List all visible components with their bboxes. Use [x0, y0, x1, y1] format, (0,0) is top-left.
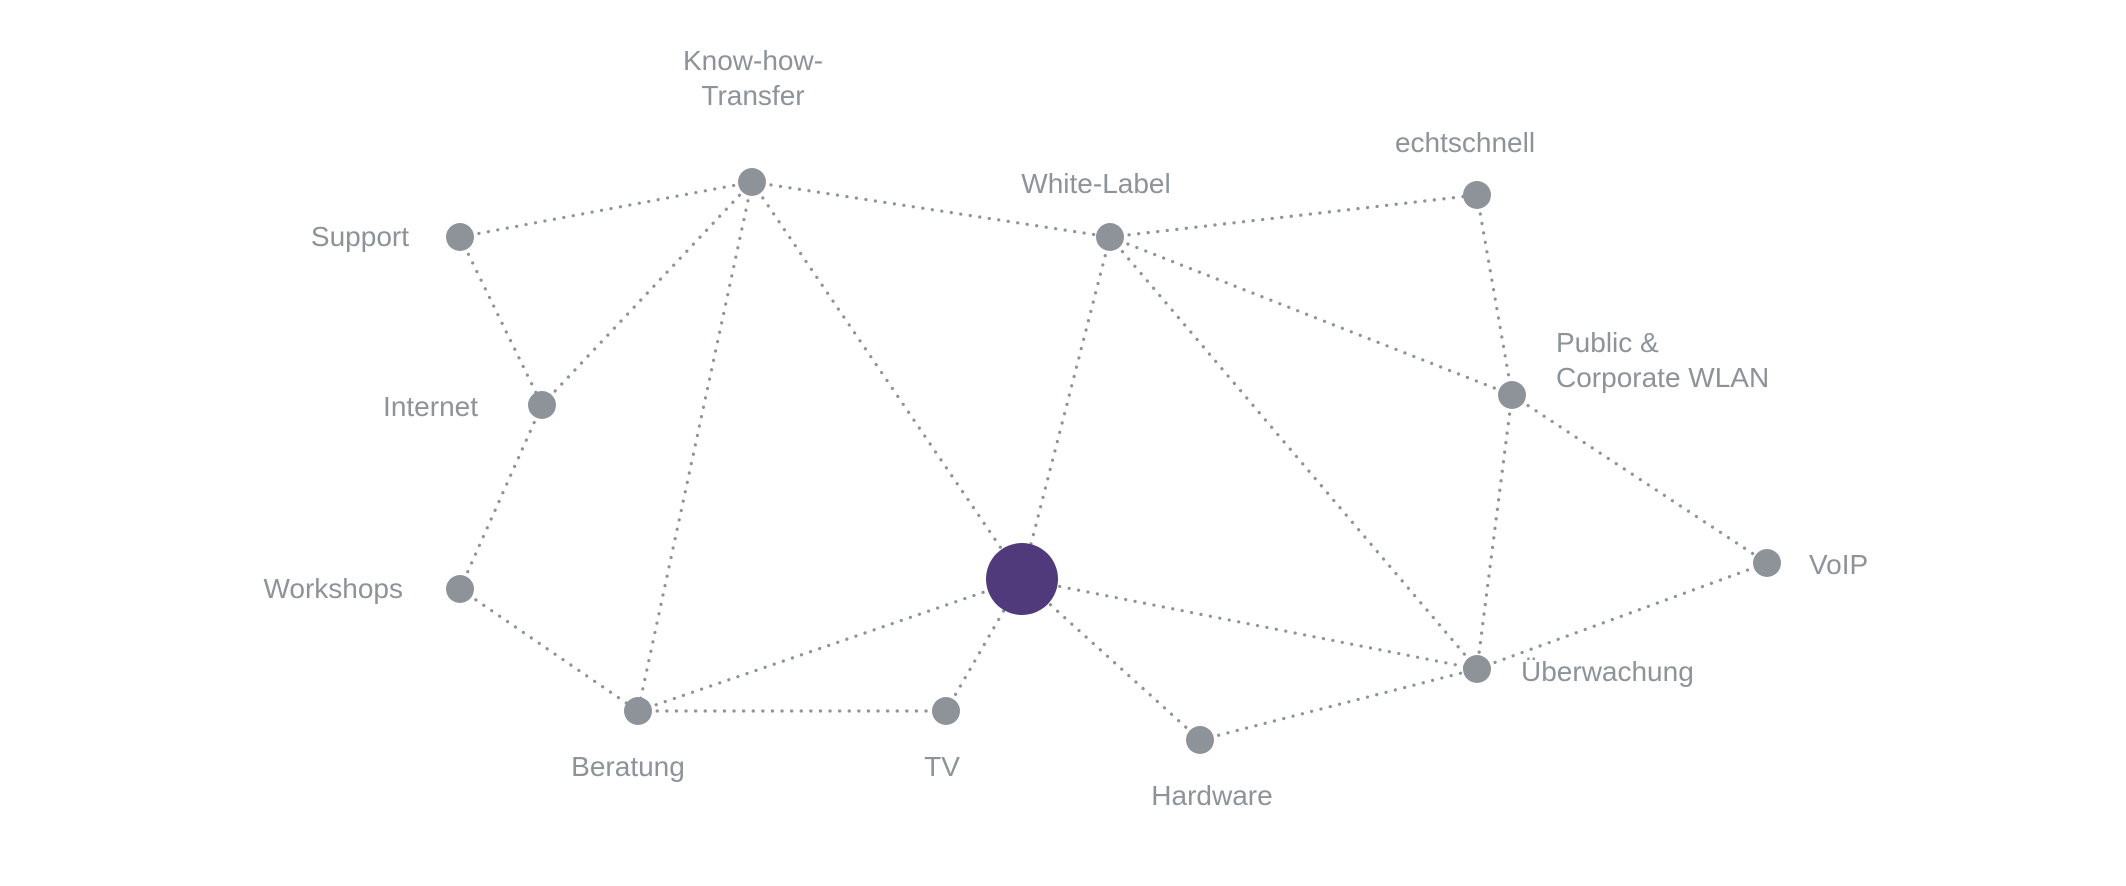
node-internet — [528, 391, 556, 419]
node-label-voip: VoIP — [1809, 549, 1868, 580]
hub-node — [986, 543, 1058, 615]
node-label-ueberwachung: Überwachung — [1521, 656, 1694, 687]
node-label-line: Beratung — [571, 751, 685, 782]
node-tv — [932, 697, 960, 725]
edge-support-know-how-transfer — [458, 180, 754, 239]
edge-public-corporate-wlan-ueberwachung — [1475, 393, 1514, 671]
edge-hub-ueberwachung — [1020, 577, 1479, 671]
edge-workshops-beratung — [458, 587, 640, 713]
node-label-white-label: White-Label — [1021, 168, 1170, 199]
nodes-layer — [446, 168, 1781, 754]
node-label-line: Corporate WLAN — [1556, 362, 1769, 393]
node-know-how-transfer — [738, 168, 766, 196]
node-label-line: Public & — [1556, 327, 1659, 358]
node-ueberwachung — [1463, 655, 1491, 683]
edge-white-label-echtschnell — [1108, 193, 1479, 239]
edge-tv-hub — [944, 577, 1024, 713]
labels-layer: Know-how- TransferSupportInternetWorkshop… — [263, 45, 1868, 811]
node-beratung — [624, 697, 652, 725]
node-white-label — [1096, 223, 1124, 251]
node-label-line: White-Label — [1021, 168, 1170, 199]
node-label-line: Transfer — [701, 80, 804, 111]
node-label-tv: TV — [924, 751, 960, 782]
edges-layer — [458, 180, 1769, 742]
edge-know-how-transfer-hub — [750, 180, 1024, 581]
edge-hub-hardware — [1020, 577, 1202, 742]
node-support — [446, 223, 474, 251]
edge-white-label-hub — [1020, 235, 1112, 581]
node-label-line: VoIP — [1809, 549, 1868, 580]
node-label-know-how-transfer: Know-how- Transfer — [683, 45, 823, 111]
node-label-public-corporate-wlan: Public & Corporate WLAN — [1556, 327, 1769, 393]
edge-ueberwachung-voip — [1475, 561, 1769, 671]
node-label-line: echtschnell — [1395, 127, 1535, 158]
edge-internet-workshops — [458, 403, 544, 591]
node-label-workshops: Workshops — [263, 573, 403, 604]
node-public-corporate-wlan — [1498, 381, 1526, 409]
edge-beratung-hub — [636, 577, 1024, 713]
node-label-line: Support — [311, 221, 409, 252]
node-label-line: Hardware — [1151, 780, 1272, 811]
node-workshops — [446, 575, 474, 603]
node-label-internet: Internet — [383, 391, 478, 422]
node-hardware — [1186, 726, 1214, 754]
edge-know-how-transfer-white-label — [750, 180, 1112, 239]
node-label-line: TV — [924, 751, 960, 782]
edge-support-internet — [458, 235, 544, 407]
edge-white-label-public-corporate-wlan — [1108, 235, 1514, 397]
edge-hardware-ueberwachung — [1198, 667, 1479, 742]
node-label-hardware: Hardware — [1151, 780, 1272, 811]
node-label-support: Support — [311, 221, 409, 252]
node-label-line: Überwachung — [1521, 656, 1694, 687]
node-label-line: Internet — [383, 391, 478, 422]
edge-internet-know-how-transfer — [540, 180, 754, 407]
node-label-line: Know-how- — [683, 45, 823, 76]
edge-public-corporate-wlan-voip — [1510, 393, 1769, 565]
edge-white-label-ueberwachung — [1108, 235, 1479, 671]
node-label-line: Workshops — [263, 573, 403, 604]
node-voip — [1753, 549, 1781, 577]
edge-know-how-transfer-beratung — [636, 180, 754, 713]
edge-echtschnell-public-corporate-wlan — [1475, 193, 1514, 397]
node-echtschnell — [1463, 181, 1491, 209]
node-label-beratung: Beratung — [571, 751, 685, 782]
node-label-echtschnell: echtschnell — [1395, 127, 1535, 158]
